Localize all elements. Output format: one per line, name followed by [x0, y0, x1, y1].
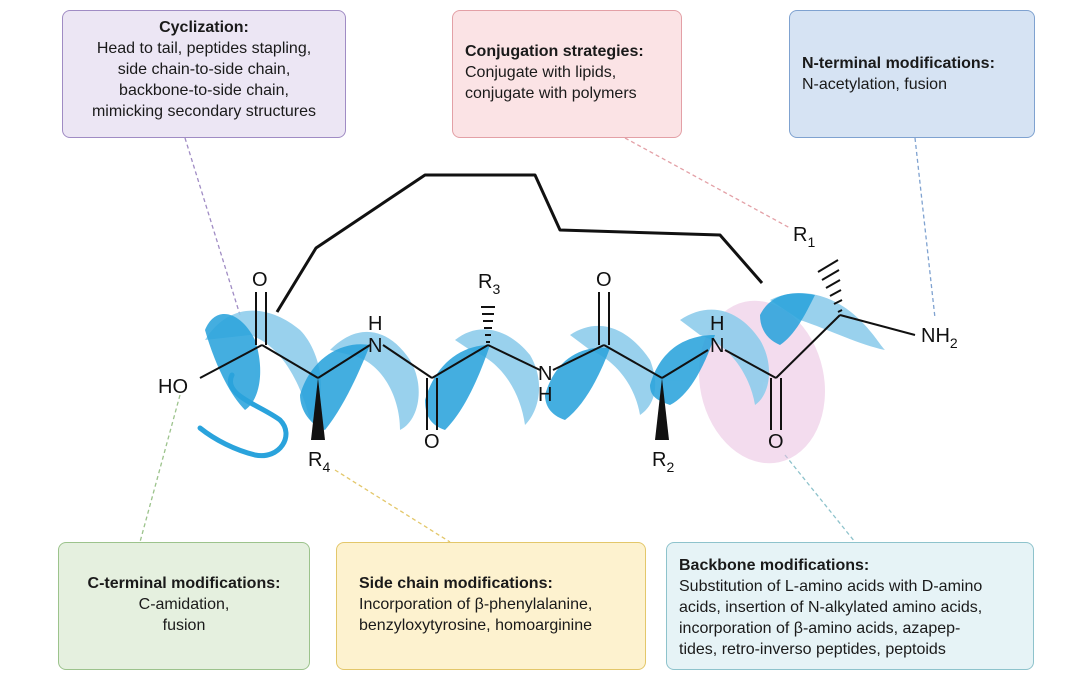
amide-n-left: N: [368, 335, 382, 357]
backbone-line: acids, insertion of N-alkylated amino ac…: [679, 599, 983, 617]
carbonyl-o-mid-bottom: O: [424, 431, 440, 453]
carbonyl-o-left: O: [252, 269, 268, 291]
side-chain-line: benzyloxytyrosine, homoarginine: [359, 617, 593, 635]
amide-h-left: H: [368, 313, 382, 335]
r3-hash-bond: [481, 306, 495, 343]
cyclization-title: Cyclization:: [159, 19, 249, 36]
c-terminal-connector: [139, 394, 181, 543]
cyclization-bridge: [275, 173, 764, 313]
side-chain-box: Side chain modifications: Incorporation …: [336, 542, 646, 670]
cyclization-line: mimicking secondary structures: [91, 103, 317, 121]
r4-wedge: [311, 378, 325, 440]
conjugation-line: conjugate with polymers: [465, 85, 637, 103]
r3-label: R3: [478, 271, 500, 297]
cyclization-connector: [184, 137, 241, 316]
cyclization-line: side chain-to-side chain,: [117, 61, 291, 79]
c-terminal-line: fusion: [162, 617, 206, 635]
conjugation-box: Conjugation strategies: Conjugate with l…: [452, 10, 682, 138]
amide-h-right: H: [710, 313, 724, 335]
conjugation-line: Conjugate with lipids,: [465, 64, 617, 82]
side-chain-line: Incorporation of β-phenylalanine,: [359, 596, 593, 614]
amide-n-mid: N: [538, 363, 552, 385]
backbone-line: tides, retro-inverso peptides, peptoids: [679, 641, 946, 659]
backbone-box: Backbone modifications: Substitution of …: [666, 542, 1034, 670]
cyclization-line: Head to tail, peptides stapling,: [96, 40, 312, 58]
r2-label: R2: [652, 449, 674, 475]
backbone-connector: [784, 454, 856, 543]
n-terminal-box: N-terminal modifications: N-acetylation,…: [789, 10, 1035, 138]
ho-label: HO: [158, 376, 188, 398]
n-terminal-title: N-terminal modifications:: [802, 55, 995, 72]
r2-wedge: [655, 378, 669, 440]
backbone-line: Substitution of L-amino acids with D-ami…: [679, 578, 983, 596]
cyclization-line: backbone-to-side chain,: [119, 82, 289, 100]
n-terminal-line: N-acetylation, fusion: [802, 76, 947, 94]
c-terminal-line: C-amidation,: [138, 596, 230, 614]
r4-label: R4: [308, 449, 330, 475]
side-chain-title: Side chain modifications:: [359, 575, 553, 592]
backbone-title: Backbone modifications:: [679, 557, 870, 574]
carbonyl-o-right: O: [768, 431, 784, 453]
conjugation-connector: [624, 137, 791, 229]
cyclization-box: Cyclization: Head to tail, peptides stap…: [62, 10, 346, 138]
peptide-backbone: [199, 292, 916, 430]
amide-n-right: N: [710, 335, 724, 357]
conjugation-title: Conjugation strategies:: [465, 43, 644, 60]
backbone-line: incorporation of β-amino acids, azapep-: [679, 620, 961, 638]
c-terminal-box: C-terminal modifications: C-amidation, f…: [58, 542, 310, 670]
nh2-label: NH2: [921, 325, 958, 351]
c-terminal-title: C-terminal modifications:: [87, 575, 281, 592]
n-terminal-connector: [914, 137, 936, 319]
amide-h-mid: H: [538, 384, 552, 406]
c-terminal-tail: [197, 372, 289, 459]
r1-label: R1: [793, 224, 815, 250]
carbonyl-o-mid-top: O: [596, 269, 612, 291]
side-chain-connector: [334, 469, 451, 543]
r1-hash-bond: [817, 259, 843, 313]
